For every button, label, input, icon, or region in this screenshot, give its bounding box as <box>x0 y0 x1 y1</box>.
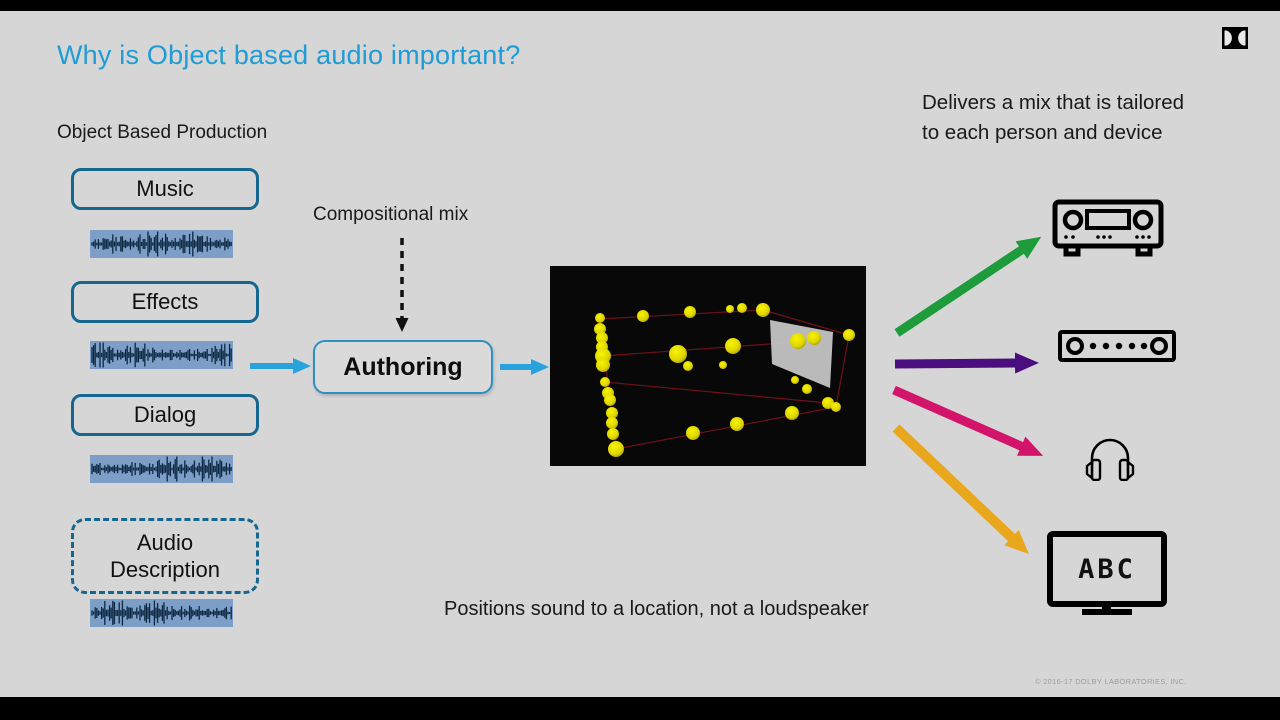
waveform-music-icon <box>90 230 233 258</box>
arrow-to-soundbar <box>894 352 1039 374</box>
letterbox-top <box>0 0 1280 11</box>
room-wireframe <box>599 309 850 450</box>
headphones-icon <box>1085 438 1135 481</box>
authoring-label: Authoring <box>343 352 463 381</box>
arrow-to-tv <box>892 424 1029 555</box>
copyright-text: © 2016-17 DOLBY LABORATORIES, INC. <box>1035 677 1187 686</box>
audio-object-spheres <box>594 303 855 457</box>
delivers-caption: Delivers a mix that is tailored to each … <box>922 88 1184 148</box>
tv-screen-text: ABC <box>1078 554 1136 585</box>
compositional-mix-label: Compositional mix <box>313 204 469 225</box>
source-box-music: Music <box>71 168 259 210</box>
arrow-to-receiver <box>894 236 1042 337</box>
delivers-caption-line2: to each person and device <box>922 121 1163 144</box>
source-box-audio-description-label: Audio Description <box>109 529 221 583</box>
arrow-to-headphones <box>892 385 1044 456</box>
waveform-effects-icon <box>90 341 233 369</box>
positions-caption: Positions sound to a location, not a lou… <box>444 598 869 620</box>
letterbox-bottom <box>0 697 1280 720</box>
source-box-dialog-label: Dialog <box>133 402 197 428</box>
source-box-music-label: Music <box>136 176 194 202</box>
source-box-effects-label: Effects <box>131 289 199 315</box>
source-box-audio-description: Audio Description <box>71 518 259 594</box>
source-box-effects: Effects <box>71 281 259 323</box>
tv-icon: ABC <box>1047 531 1167 615</box>
authoring-box: Authoring <box>313 340 493 394</box>
object-based-production-label: Object Based Production <box>57 122 268 143</box>
source-box-dialog: Dialog <box>71 394 259 436</box>
waveform-dialog-icon <box>90 455 233 483</box>
screen-panel <box>770 320 833 388</box>
av-receiver-icon <box>1052 199 1164 257</box>
dolby-logo-icon <box>1222 27 1248 49</box>
object-audio-room-icon <box>550 266 866 466</box>
waveform-audio-description-icon <box>90 599 233 627</box>
delivers-caption-line1: Delivers a mix that is tailored <box>922 91 1185 114</box>
page-title: Why is Object based audio important? <box>57 40 521 70</box>
soundbar-icon <box>1058 330 1176 362</box>
